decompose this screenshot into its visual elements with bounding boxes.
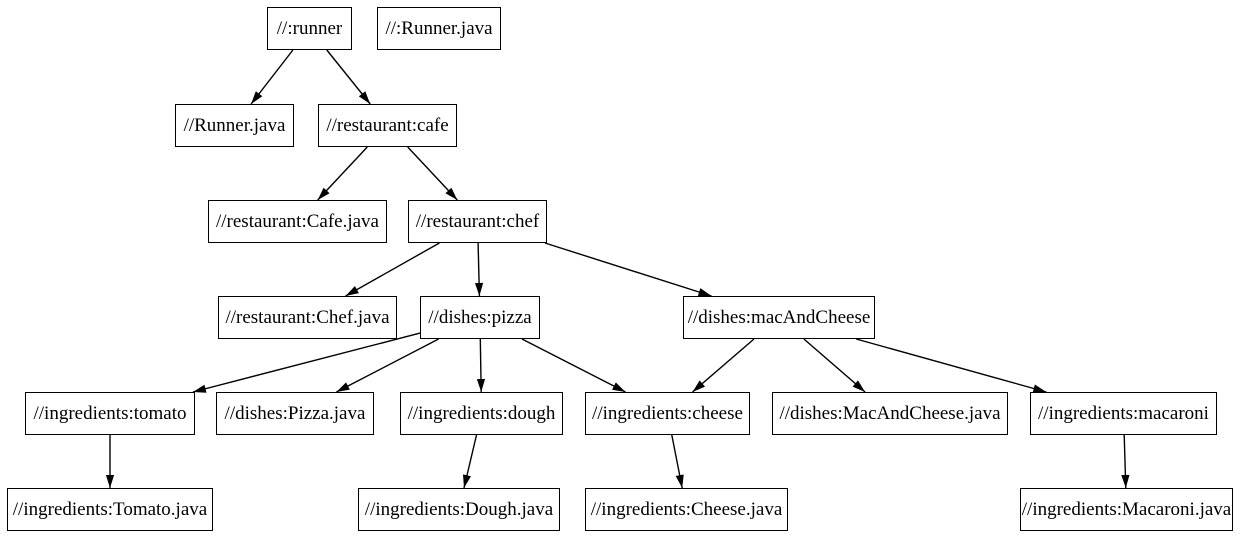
graph-node-macAndCheese: //dishes:macAndCheese bbox=[683, 296, 875, 339]
graph-node-pizza: //dishes:pizza bbox=[420, 296, 540, 339]
graph-node-label: //ingredients:dough bbox=[407, 403, 556, 424]
graph-edge-chef-to-chefJava bbox=[345, 242, 440, 297]
graph-node-label: //restaurant:cafe bbox=[326, 115, 449, 136]
graph-node-label: //dishes:Pizza.java bbox=[224, 403, 366, 424]
graph-node-pizzaJava: //dishes:Pizza.java bbox=[216, 392, 374, 435]
graph-node-label: //:Runner.java bbox=[385, 18, 493, 39]
graph-node-cheese: //ingredients:cheese bbox=[585, 392, 750, 435]
graph-node-label: //ingredients:cheese bbox=[592, 403, 743, 424]
graph-edge-chef-to-pizza bbox=[474, 242, 484, 297]
graph-node-label: //restaurant:chef bbox=[415, 211, 540, 232]
graph-node-doughJava: //ingredients:Dough.java bbox=[358, 488, 560, 531]
graph-edge-runner-to-runnerJava bbox=[250, 49, 294, 105]
graph-node-label: //restaurant:Chef.java bbox=[225, 307, 390, 328]
graph-edge-runner-to-cafe bbox=[326, 49, 371, 105]
graph-edge-macAndCheese-to-cheese bbox=[692, 338, 755, 393]
graph-node-label: //ingredients:Cheese.java bbox=[590, 499, 783, 520]
graph-edge-macaroni-to-macaroniJava bbox=[1121, 434, 1130, 489]
graph-node-label: //Runner.java bbox=[183, 115, 286, 136]
graph-node-macAndCheeseJava: //dishes:MacAndCheese.java bbox=[772, 392, 1008, 435]
graph-edge-macAndCheese-to-macAndCheeseJava bbox=[803, 338, 866, 393]
graph-node-label: //ingredients:Macaroni.java bbox=[1021, 499, 1232, 520]
graph-edge-macAndCheese-to-macaroni bbox=[856, 338, 1047, 393]
graph-node-dough: //ingredients:dough bbox=[400, 392, 563, 435]
graph-node-cafe: //restaurant:cafe bbox=[318, 104, 457, 147]
graph-node-label: //restaurant:Cafe.java bbox=[215, 211, 379, 232]
graph-edge-dough-to-doughJava bbox=[462, 434, 478, 489]
graph-node-label: //ingredients:tomato bbox=[33, 403, 187, 424]
graph-node-runnerJavaTop: //:Runner.java bbox=[377, 7, 501, 50]
graph-edge-cafe-to-chef bbox=[407, 146, 458, 201]
graph-node-label: //:runner bbox=[276, 18, 343, 39]
graph-edge-cheese-to-cheeseJava bbox=[671, 434, 684, 489]
graph-node-label: //dishes:pizza bbox=[428, 307, 532, 328]
graph-node-label: //ingredients:Tomato.java bbox=[12, 499, 208, 520]
graph-node-label: //dishes:MacAndCheese.java bbox=[779, 403, 1001, 424]
graph-edge-pizza-to-tomato bbox=[192, 332, 421, 393]
graph-node-runner: //:runner bbox=[267, 7, 352, 50]
graph-node-label: //ingredients:macaroni bbox=[1038, 403, 1209, 424]
graph-edge-pizza-to-cheese bbox=[521, 338, 626, 393]
graph-node-cheeseJava: //ingredients:Cheese.java bbox=[585, 488, 788, 531]
graph-edge-cafe-to-cafeJava bbox=[317, 146, 368, 201]
graph-node-label: //dishes:macAndCheese bbox=[687, 307, 871, 328]
graph-node-runnerJava: //Runner.java bbox=[175, 104, 294, 147]
graph-node-chef: //restaurant:chef bbox=[408, 200, 547, 243]
graph-node-chefJava: //restaurant:Chef.java bbox=[218, 296, 397, 339]
graph-node-tomato: //ingredients:tomato bbox=[25, 392, 195, 435]
graph-node-macaroni: //ingredients:macaroni bbox=[1030, 392, 1217, 435]
graph-node-label: //ingredients:Dough.java bbox=[364, 499, 554, 520]
graph-node-cafeJava: //restaurant:Cafe.java bbox=[208, 200, 387, 243]
graph-node-tomatoJava: //ingredients:Tomato.java bbox=[7, 488, 213, 531]
graph-node-macaroniJava: //ingredients:Macaroni.java bbox=[1020, 488, 1233, 531]
graph-edge-pizza-to-dough bbox=[476, 338, 486, 393]
graph-edge-pizza-to-pizzaJava bbox=[336, 338, 439, 393]
graph-edge-chef-to-macAndCheese bbox=[544, 242, 712, 297]
